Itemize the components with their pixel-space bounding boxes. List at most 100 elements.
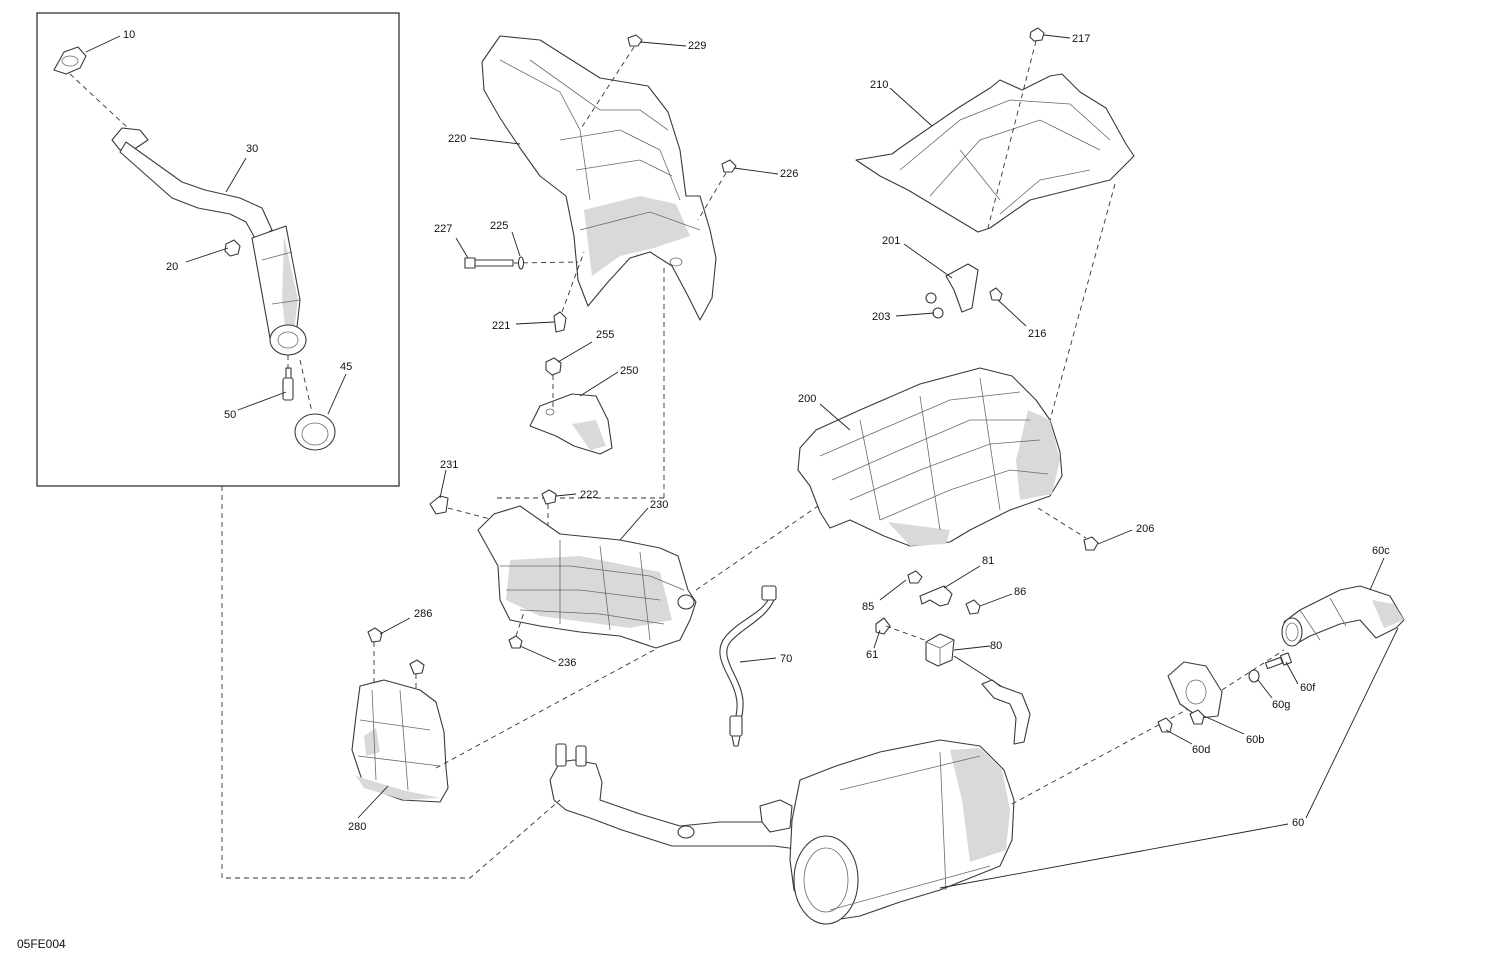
label-230: 230 bbox=[650, 499, 668, 511]
bolt-286b-part[interactable] bbox=[409, 659, 425, 675]
nut-203b-part[interactable] bbox=[932, 307, 944, 319]
oxygen-sensor-70-part[interactable] bbox=[719, 585, 777, 747]
label-217: 217 bbox=[1072, 33, 1090, 45]
label-250: 250 bbox=[620, 365, 638, 377]
label-220: 220 bbox=[448, 133, 466, 145]
nut-203a-part[interactable] bbox=[925, 292, 937, 304]
label-45: 45 bbox=[340, 361, 352, 373]
label-60d: 60d bbox=[1192, 744, 1210, 756]
nut-231-dash-line bbox=[447, 507, 495, 521]
muffler-cover-200-part[interactable] bbox=[797, 367, 1063, 547]
nut-255-part[interactable] bbox=[545, 357, 562, 376]
label-60g: 60g bbox=[1272, 699, 1290, 711]
label-221: 221 bbox=[492, 320, 510, 332]
bolt-206-part[interactable] bbox=[1083, 536, 1099, 551]
label-85: 85 bbox=[862, 601, 874, 613]
label-280: 280 bbox=[348, 821, 366, 833]
bolt-227-part[interactable] bbox=[464, 257, 514, 269]
bolt-226-dash-line bbox=[697, 172, 727, 221]
shield-230-dash-line bbox=[695, 505, 819, 591]
bolt-236-dash-line bbox=[515, 611, 525, 637]
label-81: 81 bbox=[982, 555, 994, 567]
bracket-201-part[interactable] bbox=[945, 263, 979, 313]
label-70: 70 bbox=[780, 653, 792, 665]
clip-61-part[interactable] bbox=[875, 617, 891, 635]
label-50: 50 bbox=[224, 409, 236, 421]
nut-216-part[interactable] bbox=[989, 287, 1003, 301]
heat-shield-210-part[interactable] bbox=[855, 73, 1135, 233]
label-255: 255 bbox=[596, 329, 614, 341]
label-225: 225 bbox=[490, 220, 508, 232]
label-20: 20 bbox=[166, 261, 178, 273]
nut-20-part[interactable] bbox=[224, 239, 241, 257]
bolt-226-part[interactable] bbox=[721, 159, 737, 173]
nut-60d-part[interactable] bbox=[1157, 717, 1173, 733]
label-60: 60 bbox=[1292, 817, 1304, 829]
heat-shield-280-part[interactable] bbox=[351, 679, 449, 803]
block-80-part[interactable] bbox=[925, 633, 955, 667]
label-222: 222 bbox=[580, 489, 598, 501]
clip-221-part[interactable] bbox=[553, 311, 567, 333]
bolt-60f-part[interactable] bbox=[1264, 652, 1293, 670]
clip-221-dash-line bbox=[561, 251, 585, 313]
label-201: 201 bbox=[882, 235, 900, 247]
flange-dash-line bbox=[1011, 707, 1191, 805]
label-30: 30 bbox=[246, 143, 258, 155]
washer-225-part[interactable] bbox=[517, 256, 525, 270]
nut-222-part[interactable] bbox=[541, 489, 557, 505]
bolt-206-dash-line bbox=[1037, 507, 1087, 539]
plug-50-part[interactable] bbox=[282, 367, 294, 401]
inset-frame bbox=[36, 12, 400, 487]
nut-217-part[interactable] bbox=[1029, 27, 1045, 42]
nut-60b2-part[interactable] bbox=[1189, 709, 1205, 725]
muffler-60-part[interactable] bbox=[789, 679, 1031, 925]
label-210: 210 bbox=[870, 79, 888, 91]
shield-280-dash-line bbox=[435, 649, 655, 769]
part-labels: 10 30 20 45 50 229 220 226 227 225 221 2… bbox=[17, 29, 1390, 951]
label-229: 229 bbox=[688, 40, 706, 52]
label-206: 206 bbox=[1136, 523, 1154, 535]
cover-dash-line bbox=[1049, 183, 1116, 421]
label-203: 203 bbox=[872, 311, 890, 323]
inset-route-dash-line bbox=[221, 486, 561, 879]
rear-pipe-part[interactable] bbox=[549, 743, 805, 851]
label-61: 61 bbox=[866, 649, 878, 661]
label-286: 286 bbox=[414, 608, 432, 620]
label-86: 86 bbox=[1014, 586, 1026, 598]
seal-dash-line bbox=[299, 359, 313, 413]
tailpipe-60c-part[interactable] bbox=[1281, 585, 1405, 647]
nut-86-part[interactable] bbox=[965, 599, 981, 615]
bolt-85-part[interactable] bbox=[907, 570, 923, 584]
label-60b: 60b bbox=[1246, 734, 1264, 746]
label-226: 226 bbox=[780, 168, 798, 180]
bolt-227-dash-line bbox=[513, 261, 579, 264]
bracket-250-part[interactable] bbox=[529, 393, 613, 455]
bolt-286a-part[interactable] bbox=[367, 627, 383, 643]
front-pipe-part[interactable] bbox=[111, 127, 307, 356]
gasket-dash-line bbox=[69, 73, 129, 129]
nut-231-part[interactable] bbox=[429, 495, 449, 515]
bolt-229-dash-line bbox=[579, 46, 635, 131]
bolt-236-part[interactable] bbox=[508, 635, 523, 649]
label-60c: 60c bbox=[1372, 545, 1390, 557]
label-227: 227 bbox=[434, 223, 452, 235]
label-80: 80 bbox=[990, 640, 1002, 652]
label-200: 200 bbox=[798, 393, 816, 405]
gasket-part[interactable] bbox=[53, 46, 87, 75]
heat-shield-230-part[interactable] bbox=[477, 505, 697, 649]
clip-61-dash-line bbox=[885, 625, 931, 643]
heat-shield-220-part[interactable] bbox=[481, 35, 717, 321]
tail-dash-line bbox=[1221, 649, 1285, 691]
label-10: 10 bbox=[123, 29, 135, 41]
seal-ring-part[interactable] bbox=[294, 413, 336, 451]
label-216: 216 bbox=[1028, 328, 1046, 340]
bolt-229-part[interactable] bbox=[627, 34, 643, 47]
leader-lines bbox=[85, 34, 1399, 889]
washer-60g-part[interactable] bbox=[1248, 669, 1260, 683]
diagram-code: 05FE004 bbox=[17, 937, 66, 951]
label-60f: 60f bbox=[1300, 682, 1316, 694]
bracket-81-part[interactable] bbox=[919, 585, 953, 607]
label-236: 236 bbox=[558, 657, 576, 669]
flange-60b-part[interactable] bbox=[1167, 661, 1223, 719]
